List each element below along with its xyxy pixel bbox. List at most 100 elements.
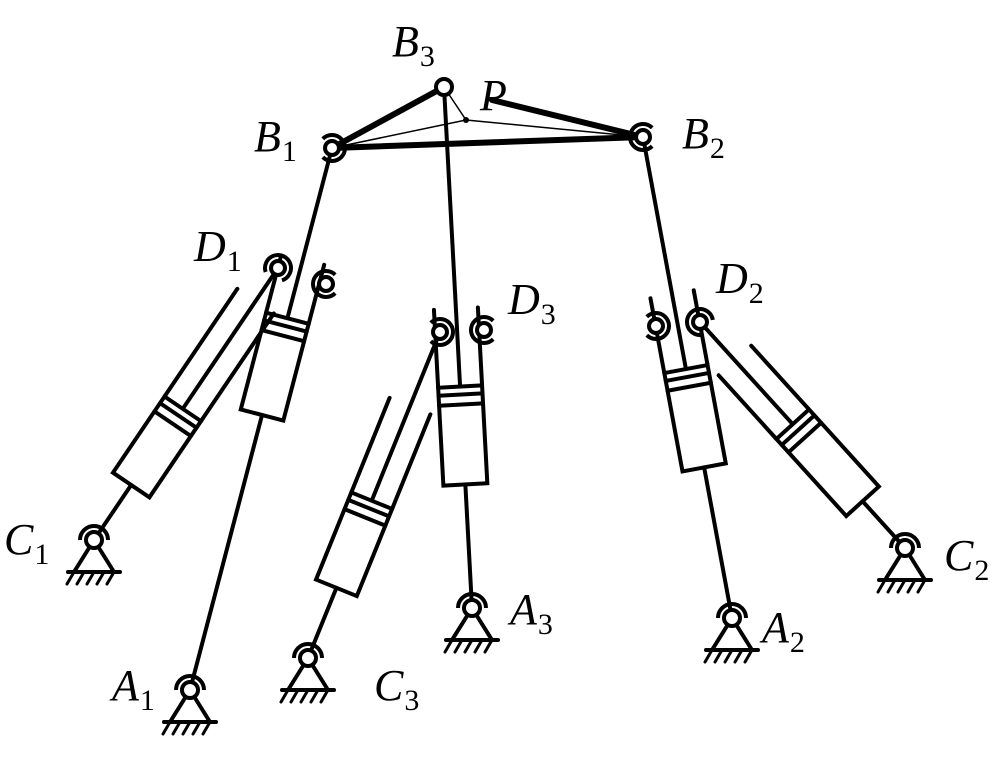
support-c2-hatch [916, 578, 927, 594]
joint-d3 [429, 317, 455, 347]
support-c3-pin [298, 648, 318, 668]
support-a2-hatch [733, 648, 744, 664]
label-a2: A2 [762, 603, 805, 659]
joint-d2-sleeve-cup [645, 311, 671, 341]
aux-3-cylinder-sleeve-left [349, 395, 392, 495]
joint-d3-sleeve [469, 315, 495, 345]
support-a3-hatch [453, 638, 464, 654]
label-c1: C1 [4, 515, 50, 571]
aux-2-cylinder-piston-b [786, 420, 824, 455]
aux-2-cylinder-piston-a [779, 413, 817, 447]
joint-d2-sleeve [645, 311, 671, 341]
platform-edge-b3-b2 [489, 97, 646, 140]
support-a2-hatch [723, 648, 734, 664]
joint-d1 [263, 253, 293, 283]
joint-d1-cup [263, 253, 293, 283]
leg-1-cylinder-base-rod [187, 412, 265, 693]
support-a1-hatch [181, 720, 192, 736]
aux-3-cylinder-sleeve-right [390, 412, 433, 511]
aux-3-cylinder-base-rod [306, 585, 339, 661]
leg-2-cylinder-piston-a [663, 370, 712, 383]
joint-d2-sleeve-pin [647, 317, 665, 335]
support-a1-hatch [171, 720, 182, 736]
joint-d1-sleeve-pin [317, 275, 335, 293]
leg-3-cylinder-body [436, 383, 490, 488]
support-c3-hatch [319, 688, 330, 704]
support-a3-hatch [473, 638, 484, 654]
leg-1-cylinder-rod [285, 146, 334, 321]
joint-d2-cup [685, 307, 715, 337]
support-c2 [876, 532, 933, 594]
aux-1-cylinder-sleeve-right [198, 311, 276, 424]
joint-b1 [321, 133, 347, 163]
aux-2-cylinder-sleeve-left [716, 373, 779, 441]
support-a1-pin [180, 680, 200, 700]
leg-2-cylinder-sleeve-left [648, 296, 667, 376]
aux-3-cylinder-piston-a [346, 497, 392, 519]
label-a3: A3 [510, 585, 553, 641]
leg-3-cylinder-rod [442, 85, 463, 389]
label-p: P [480, 71, 507, 120]
label-b1: B1 [254, 112, 297, 168]
leg-3-cylinder-piston-b [437, 401, 486, 408]
aux-2-cylinder-rod [698, 320, 795, 427]
support-c1-hatch [85, 570, 96, 586]
aux-3-cylinder-rod [369, 330, 442, 503]
label-d1: D1 [194, 222, 242, 278]
support-a2-hatch [713, 648, 724, 664]
support-a1-cup [174, 674, 206, 691]
joint-d3-pin [431, 323, 449, 341]
support-a2-pin [722, 608, 742, 628]
support-a1-hatch [191, 720, 202, 736]
label-a1: A1 [112, 661, 155, 717]
platform-edge-b1-b2 [329, 134, 646, 151]
leg-2-cylinder-rod [641, 135, 688, 372]
leg-3-cylinder-sleeve-left [431, 307, 441, 390]
joint-b2-pin [634, 128, 652, 146]
label-c2: C2 [944, 531, 990, 587]
label-d2: D2 [716, 254, 764, 310]
support-c2-hatch [886, 578, 897, 594]
label-b2: B2 [682, 109, 725, 165]
joint-b1-cup [321, 133, 347, 163]
support-a1-hatch [161, 720, 172, 736]
support-a1 [161, 674, 218, 736]
support-c1-cup [78, 524, 110, 541]
aux-2-cylinder [698, 320, 908, 551]
support-a2 [703, 602, 760, 664]
platform-edge-b1-b3 [329, 84, 447, 151]
joint-b1-pin [323, 139, 341, 157]
leg-1-cylinder-piston-a [262, 318, 309, 334]
support-c3-hatch [279, 688, 290, 704]
leg-2-cylinder-base-rod [702, 465, 734, 620]
support-a3-hatch [463, 638, 474, 654]
aux-2-cylinder-sleeve-right [749, 343, 812, 412]
support-a3-hatch [443, 638, 454, 654]
joint-d2-pin [691, 313, 709, 331]
joint-d2 [685, 307, 715, 337]
aux-3-cylinder [306, 330, 442, 661]
support-c3-hatch [289, 688, 300, 704]
aux-3-cylinder-body [313, 489, 395, 599]
support-a2-hatch [743, 648, 754, 664]
support-a2-hatch [703, 648, 714, 664]
leg-2-cylinder [641, 135, 734, 620]
support-c2-hatch [896, 578, 907, 594]
support-a3-pin [462, 598, 482, 618]
center-point-p [463, 117, 469, 123]
joint-b2 [628, 122, 654, 152]
aux-1-cylinder-piston-b [152, 409, 193, 439]
support-c2-pin [895, 538, 915, 558]
leg-3-cylinder-piston-a [436, 391, 485, 398]
support-c2-hatch [876, 578, 887, 594]
support-c1-hatch [95, 570, 106, 586]
joint-d1-pin [269, 259, 287, 277]
support-c3 [279, 642, 336, 704]
leg-3-cylinder-base-rod [463, 482, 474, 610]
aux-1-cylinder-base-rod [92, 483, 134, 543]
aux-3-cylinder-piston-b [342, 507, 388, 528]
leg-2-cylinder-piston-b [665, 380, 713, 393]
aux-1-cylinder-sleeve-left [162, 286, 240, 399]
